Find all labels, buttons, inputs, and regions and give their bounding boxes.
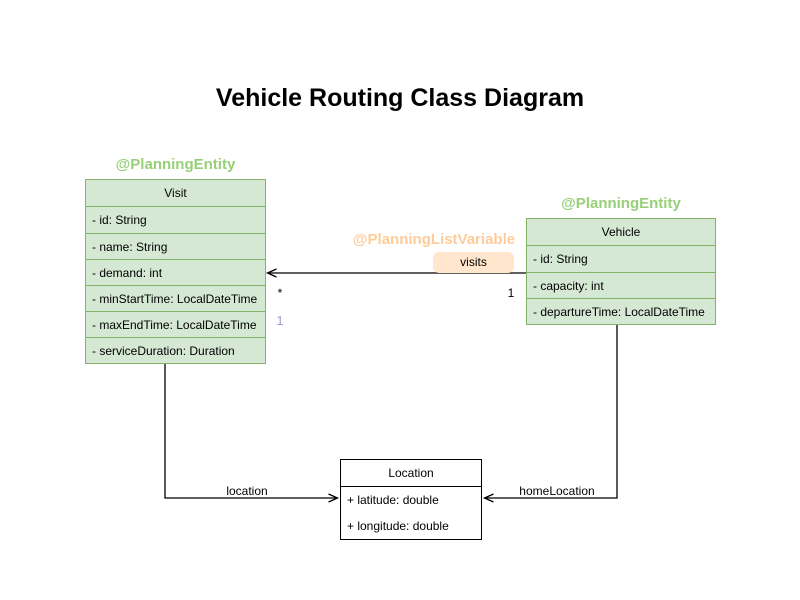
visit-attribute-max-end-time: - maxEndTime: LocalDateTime	[86, 311, 265, 337]
vehicle-attribute-capacity: - capacity: int	[527, 272, 715, 298]
visits-source-multiplicity: 1	[507, 286, 515, 300]
visit-attribute-min-start-time: - minStartTime: LocalDateTime	[86, 285, 265, 311]
visit-attribute-demand: - demand: int	[86, 259, 265, 285]
visit-planning-entity-annotation: @PlanningEntity	[115, 156, 236, 173]
home-location-edge-label: homeLocation	[519, 484, 595, 498]
visits-target-multiplicity: *	[277, 286, 283, 300]
visit-attribute-name: - name: String	[86, 233, 265, 259]
visits-edge-label: visits	[433, 252, 514, 273]
vehicle-attribute-departure-time: - departureTime: LocalDateTime	[527, 298, 715, 324]
visit-attribute-id: - id: String	[92, 213, 147, 227]
location-attribute-longitude: + longitude: double	[347, 519, 449, 533]
visit-class-name: Visit	[86, 180, 265, 207]
visit-class-box: Visit - id: String - name: String - dema…	[85, 179, 266, 364]
home-location-edge	[482, 322, 618, 503]
visits-index-label: 1	[276, 313, 284, 328]
location-attribute-latitude: + latitude: double	[347, 493, 439, 507]
vehicle-class-name: Vehicle	[527, 219, 715, 246]
location-class-name: Location	[341, 460, 481, 487]
diagram-title: Vehicle Routing Class Diagram	[215, 84, 585, 112]
location-class-box: Location + latitude: double + longitude:…	[340, 459, 482, 540]
vehicle-class-box: Vehicle - id: String - capacity: int - d…	[526, 218, 716, 325]
vehicle-planning-entity-annotation: @PlanningEntity	[561, 195, 681, 212]
planning-list-variable-annotation: @PlanningListVariable	[352, 231, 516, 248]
visit-attribute-service-duration: - serviceDuration: Duration	[86, 337, 265, 363]
location-edge	[164, 361, 340, 503]
location-edge-label: location	[226, 484, 268, 498]
vehicle-attribute-id: - id: String	[533, 252, 588, 266]
